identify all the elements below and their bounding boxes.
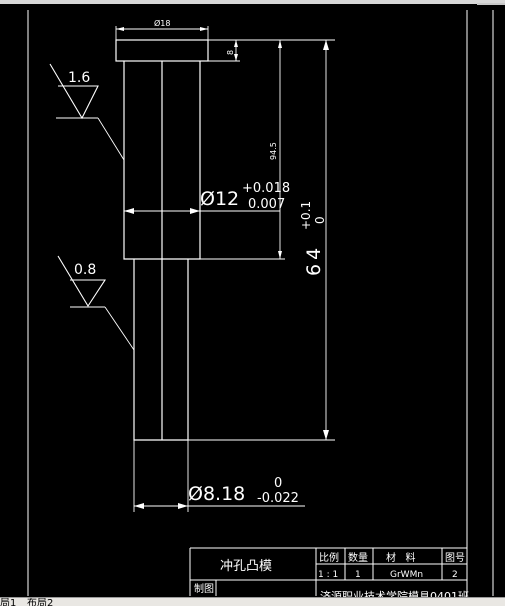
dimension-arrows [116,27,329,509]
material-value: GrWMn [390,570,423,580]
label-drawing-no: 图号 [445,552,465,564]
tol-tip-upper: 0 [274,476,282,491]
tab-layout2[interactable]: 布局2 [27,598,54,606]
tol-body-lower: 0.007 [248,197,285,212]
roughness-value-1: 1.6 [68,70,90,86]
roughness-value-2: 0.8 [74,262,96,278]
dim-head-height: 8 [226,50,235,55]
tab-layout1[interactable]: 局1 [0,598,17,606]
label-drawn: 制图 [194,582,214,595]
dimension-lines [56,26,335,512]
tol-tip-lower: -0.022 [257,491,299,506]
tol-length-upper: +0.1 [299,201,313,230]
label-scale: 比例 [319,551,339,564]
dim-shoulder-length: 94.5 [269,142,278,160]
drawing-no-value: 2 [452,570,458,580]
label-material: 材 料 [386,551,416,564]
qty-value: 1 [355,570,361,580]
punch-part-outline [115,39,209,441]
surface-roughness-symbol [49,63,107,308]
layout-tab-strip: 局1 布局2 [0,597,505,606]
scale-value: 1 : 1 [318,570,338,580]
part-name: 冲孔凸模 [220,559,272,574]
dim-head-diameter: Ø18 [154,18,170,28]
dim-total-length: 64 [303,244,325,276]
dim-tip-diameter: Ø8.18 [188,483,245,505]
drawing-frame [27,10,494,596]
dim-body-diameter: Ø12 [200,188,239,210]
tol-length-lower: 0 [313,216,327,224]
tol-body-upper: +0.018 [242,181,290,196]
title-block [189,547,467,596]
label-qty: 数量 [348,551,368,564]
